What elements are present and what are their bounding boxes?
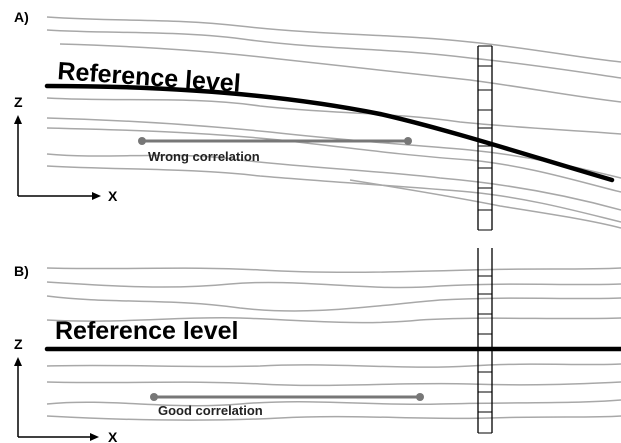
layer-line xyxy=(46,363,621,368)
layer-line xyxy=(46,381,621,387)
panel-a-correlation-label: Wrong correlation xyxy=(148,149,260,164)
correlation-point xyxy=(404,137,412,145)
layer-line xyxy=(46,153,621,211)
layer-line xyxy=(46,415,621,421)
panel-b-x-label: X xyxy=(108,429,118,443)
panel-b-axes: Z X xyxy=(14,336,118,443)
panel-a-axes: Z X xyxy=(14,94,118,204)
panel-b-z-label: Z xyxy=(14,336,23,352)
panel-b-correlation-label: Good correlation xyxy=(158,403,263,418)
layer-line xyxy=(46,399,621,407)
correlation-point xyxy=(138,137,146,145)
layer-line xyxy=(59,43,621,103)
panel-a-well xyxy=(477,45,493,231)
panel-a-reference-label: Reference level xyxy=(57,57,242,98)
layer-line xyxy=(46,267,621,274)
panel-b: Reference level Good correlation Z X xyxy=(14,248,621,443)
panel-a-label: A) xyxy=(14,9,29,25)
panel-b-well xyxy=(477,248,493,434)
correlation-point xyxy=(416,393,424,401)
layer-line xyxy=(46,316,621,324)
layer-line xyxy=(46,295,621,312)
panel-a-layers xyxy=(46,16,621,229)
layer-line xyxy=(46,16,621,63)
layer-line xyxy=(349,179,621,229)
panel-a-reference-line xyxy=(44,83,615,183)
layer-line xyxy=(46,165,621,223)
panel-a-z-label: Z xyxy=(14,94,23,110)
panel-b-label: B) xyxy=(14,263,29,279)
panel-b-layers xyxy=(46,267,621,421)
layer-line xyxy=(46,281,621,289)
correlation-point xyxy=(150,393,158,401)
panel-a-x-label: X xyxy=(108,188,118,204)
layer-line xyxy=(46,29,621,79)
layer-line xyxy=(46,97,621,135)
panel-b-reference-label: Reference level xyxy=(55,317,238,345)
panel-a: Reference level Wrong correlation xyxy=(14,9,621,231)
layer-line xyxy=(46,127,621,193)
